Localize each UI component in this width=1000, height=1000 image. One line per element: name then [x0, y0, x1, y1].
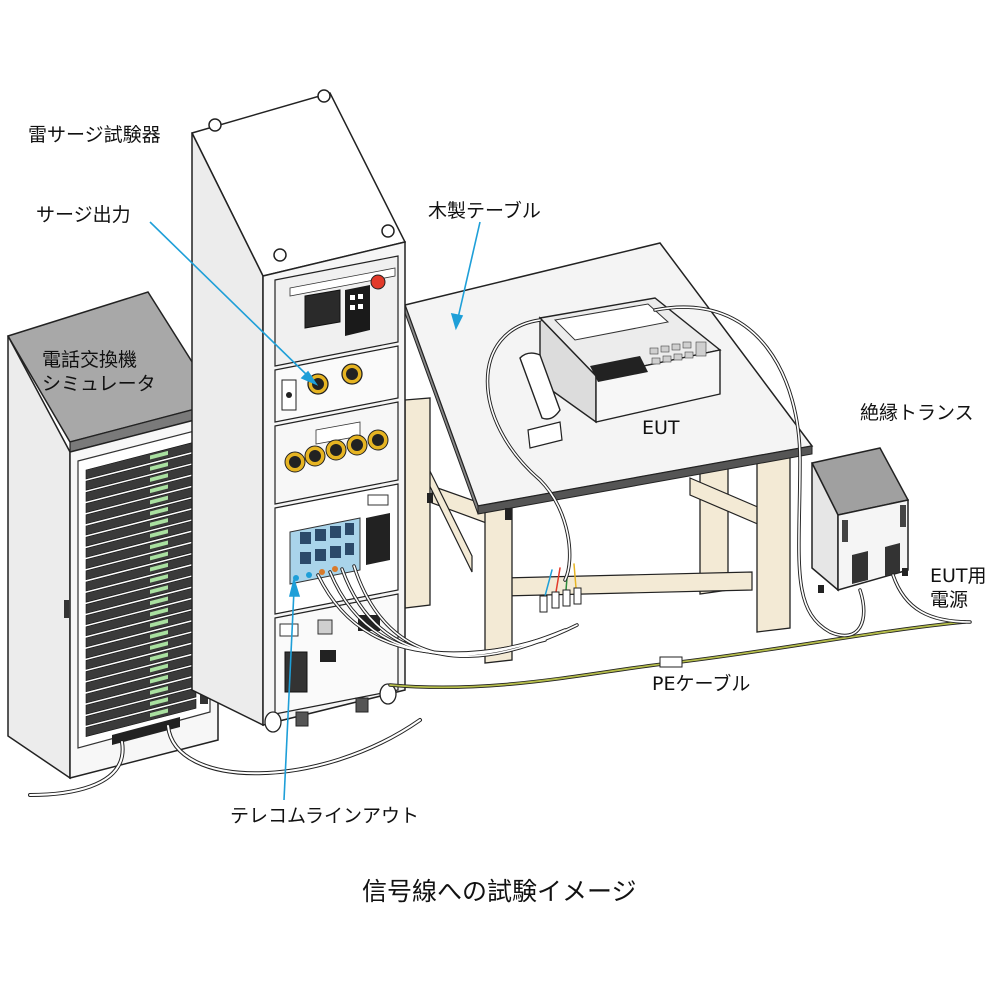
rack-unit-display: [150, 562, 168, 572]
leader-telecom-line-out: [283, 577, 301, 801]
leader-lines: [149, 221, 481, 801]
label-telecom-line-out: テレコムラインアウト: [230, 805, 420, 827]
rack-unit-display: [150, 529, 168, 538]
rack-unit-display: [150, 462, 168, 471]
eut-fax: [519, 297, 722, 449]
rack-unit-display: [150, 574, 168, 583]
rack-unit-display: [150, 630, 168, 639]
surge-tester: [190, 89, 407, 733]
rack-unit: [85, 687, 197, 726]
rack-unit-display: [150, 540, 168, 550]
rack-unit-display: [150, 686, 168, 695]
isolation-transformer: [810, 447, 910, 593]
rack-units: [85, 441, 197, 737]
label-eut: EUT: [642, 417, 680, 439]
rack-unit-display: [150, 551, 168, 561]
label-phone-sim-line1: 電話交換機: [42, 349, 138, 371]
rack-unit-display: [150, 618, 168, 628]
rack-unit-display: [150, 652, 168, 662]
rack-unit: [85, 698, 197, 737]
label-surge-output: サージ出力: [36, 204, 131, 226]
rack-unit-display: [150, 641, 168, 650]
label-pe-cable: PEケーブル: [652, 673, 751, 695]
label-eut-power-line2: 電源: [930, 589, 969, 611]
rack-unit-display: [150, 708, 168, 718]
leader-wooden-table: [450, 221, 481, 331]
rack-unit-display: [150, 663, 168, 673]
rack-unit-display: [150, 484, 168, 494]
rack-unit-display: [150, 495, 168, 505]
label-phone-sim-line2: シミュレータ: [42, 373, 156, 395]
diagram-caption: 信号線への試験イメージ: [362, 877, 637, 906]
rack-unit-display: [150, 596, 168, 606]
rack-unit-display: [150, 518, 168, 527]
phone-exchange-simulator: [6, 291, 220, 780]
rack-unit-display: [150, 585, 168, 594]
leader-surge-output: [149, 221, 319, 386]
rack-unit-display: [150, 450, 168, 460]
rack-unit-display: [150, 473, 168, 482]
rack-unit-display: [150, 674, 168, 684]
coupler-knobs: [284, 429, 389, 473]
telecom-cable-bundle: [316, 564, 579, 658]
cables: [28, 305, 972, 797]
rack-unit-display: [150, 607, 168, 617]
label-surge-tester: 雷サージ試験器: [28, 124, 161, 146]
label-isolation-transformer: 絶縁トランス: [860, 402, 974, 424]
rack-unit-display: [150, 697, 168, 706]
label-wooden-table: 木製テーブル: [428, 200, 541, 222]
rack-unit-display: [150, 506, 168, 516]
fax-keypad: [649, 341, 707, 365]
label-eut-power-line1: EUT用: [930, 565, 987, 587]
